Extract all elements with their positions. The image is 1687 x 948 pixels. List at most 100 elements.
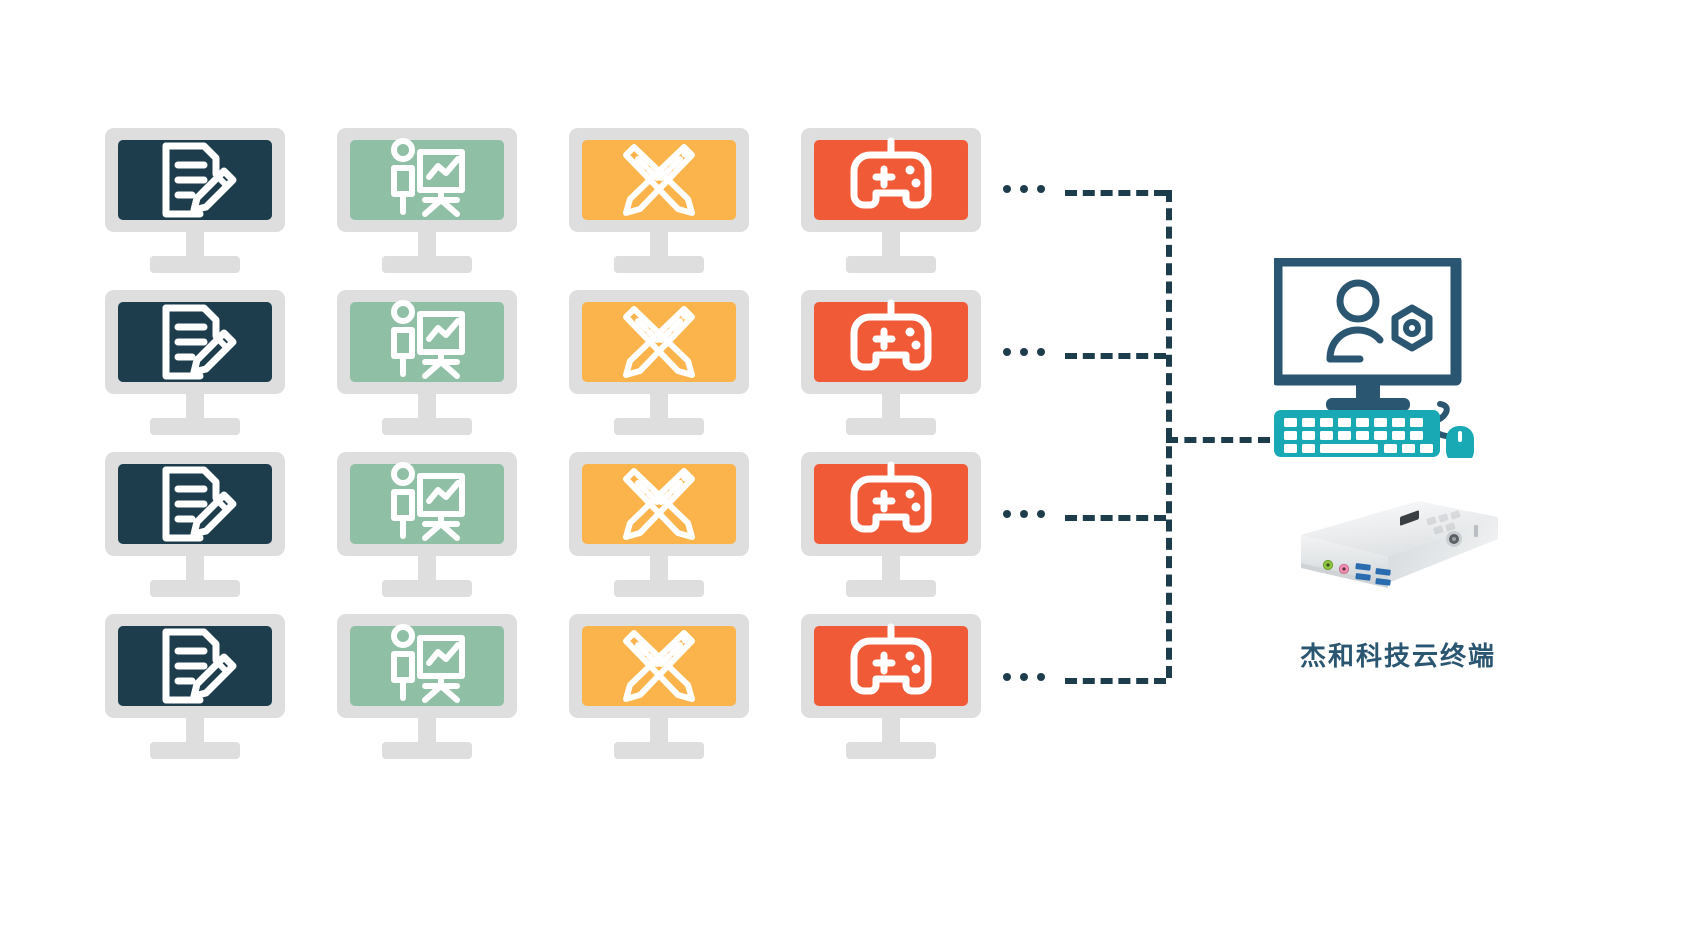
monitor-neck	[186, 718, 204, 744]
client-terminal-office[interactable]	[105, 452, 285, 600]
client-terminal-gaming[interactable]	[801, 128, 981, 276]
monitor-base	[614, 742, 704, 759]
client-terminal-office[interactable]	[105, 290, 285, 438]
document-edit-icon	[152, 137, 238, 223]
monitor-base	[382, 580, 472, 597]
monitor-frame	[337, 128, 517, 232]
client-terminal-gaming[interactable]	[801, 290, 981, 438]
client-terminal-design[interactable]	[569, 614, 749, 762]
row-ellipsis-1	[1003, 185, 1045, 193]
branch-connector-2	[1065, 353, 1166, 359]
presentation-chart-icon	[384, 137, 470, 223]
port-cluster	[1322, 559, 1391, 586]
pencil-ruler-icon	[616, 461, 702, 547]
monitor-frame	[337, 452, 517, 556]
row-ellipsis-2	[1003, 348, 1045, 356]
gear-hex-icon	[1391, 304, 1433, 352]
gamepad-icon	[848, 461, 934, 547]
monitor-neck	[186, 556, 204, 582]
user-gear-icon	[1326, 279, 1384, 363]
monitor-screen	[582, 464, 736, 544]
monitor-neck	[650, 718, 668, 744]
monitor-frame	[105, 128, 285, 232]
monitor-base	[614, 580, 704, 597]
monitor-neck	[650, 394, 668, 420]
monitor-base	[382, 742, 472, 759]
monitor-screen	[350, 462, 504, 544]
gamepad-icon	[848, 299, 934, 385]
monitor-neck	[418, 232, 436, 258]
monitor-screen	[814, 461, 968, 547]
row-ellipsis-4	[1003, 673, 1045, 681]
monitor-screen	[814, 137, 968, 223]
monitor-screen	[118, 140, 272, 220]
client-terminal-design[interactable]	[569, 452, 749, 600]
monitor-frame	[801, 290, 981, 394]
client-terminal-training[interactable]	[337, 290, 517, 438]
monitor-screen	[814, 623, 968, 709]
branch-connector-4	[1065, 678, 1166, 684]
gamepad-icon	[848, 137, 934, 223]
admin-monitor-icon	[1274, 258, 1462, 411]
document-edit-icon	[152, 461, 238, 547]
monitor-neck	[650, 556, 668, 582]
pencil-ruler-icon	[616, 299, 702, 385]
monitor-screen	[350, 299, 504, 385]
document-edit-icon	[152, 299, 238, 385]
client-terminal-gaming[interactable]	[801, 614, 981, 762]
client-terminal-training[interactable]	[337, 614, 517, 762]
presentation-chart-icon	[384, 299, 470, 385]
client-terminal-grid	[105, 128, 1005, 768]
monitor-base	[150, 256, 240, 273]
monitor-frame	[105, 290, 285, 394]
monitor-screen	[814, 299, 968, 385]
monitor-frame	[801, 452, 981, 556]
monitor-neck	[882, 718, 900, 744]
monitor-frame	[337, 290, 517, 394]
monitor-screen	[118, 302, 272, 382]
monitor-screen	[118, 626, 272, 706]
vertical-bus-connector	[1166, 190, 1172, 678]
monitor-base	[846, 742, 936, 759]
monitor-screen	[582, 140, 736, 220]
presentation-chart-icon	[384, 623, 470, 709]
monitor-frame	[105, 614, 285, 718]
monitor-base	[614, 256, 704, 273]
monitor-neck	[650, 232, 668, 258]
monitor-base	[846, 580, 936, 597]
row-ellipsis-3	[1003, 510, 1045, 518]
monitor-neck	[418, 556, 436, 582]
monitor-base	[382, 256, 472, 273]
device-caption: 杰和科技云终端	[1299, 642, 1496, 672]
mini-pc-icon	[1268, 495, 1498, 620]
client-terminal-training[interactable]	[337, 452, 517, 600]
client-terminal-design[interactable]	[569, 128, 749, 276]
monitor-frame	[105, 452, 285, 556]
monitor-neck	[186, 232, 204, 258]
client-terminal-gaming[interactable]	[801, 452, 981, 600]
pencil-ruler-icon	[616, 623, 702, 709]
branch-connector-3	[1065, 515, 1166, 521]
client-terminal-office[interactable]	[105, 614, 285, 762]
monitor-frame	[569, 128, 749, 232]
trunk-connector	[1166, 437, 1270, 443]
branch-connector-1	[1065, 190, 1166, 196]
gamepad-icon	[848, 623, 934, 709]
pencil-ruler-icon	[616, 137, 702, 223]
monitor-base	[150, 580, 240, 597]
client-terminal-training[interactable]	[337, 128, 517, 276]
monitor-base	[614, 418, 704, 435]
admin-workstation	[1274, 258, 1479, 458]
document-edit-icon	[152, 623, 238, 709]
monitor-base	[382, 418, 472, 435]
client-terminal-office[interactable]	[105, 128, 285, 276]
side-port-cluster	[1400, 510, 1478, 547]
monitor-base	[150, 742, 240, 759]
client-terminal-design[interactable]	[569, 290, 749, 438]
monitor-frame	[569, 290, 749, 394]
monitor-neck	[418, 394, 436, 420]
monitor-screen	[350, 137, 504, 223]
keyboard-icon	[1274, 410, 1440, 457]
monitor-frame	[569, 614, 749, 718]
